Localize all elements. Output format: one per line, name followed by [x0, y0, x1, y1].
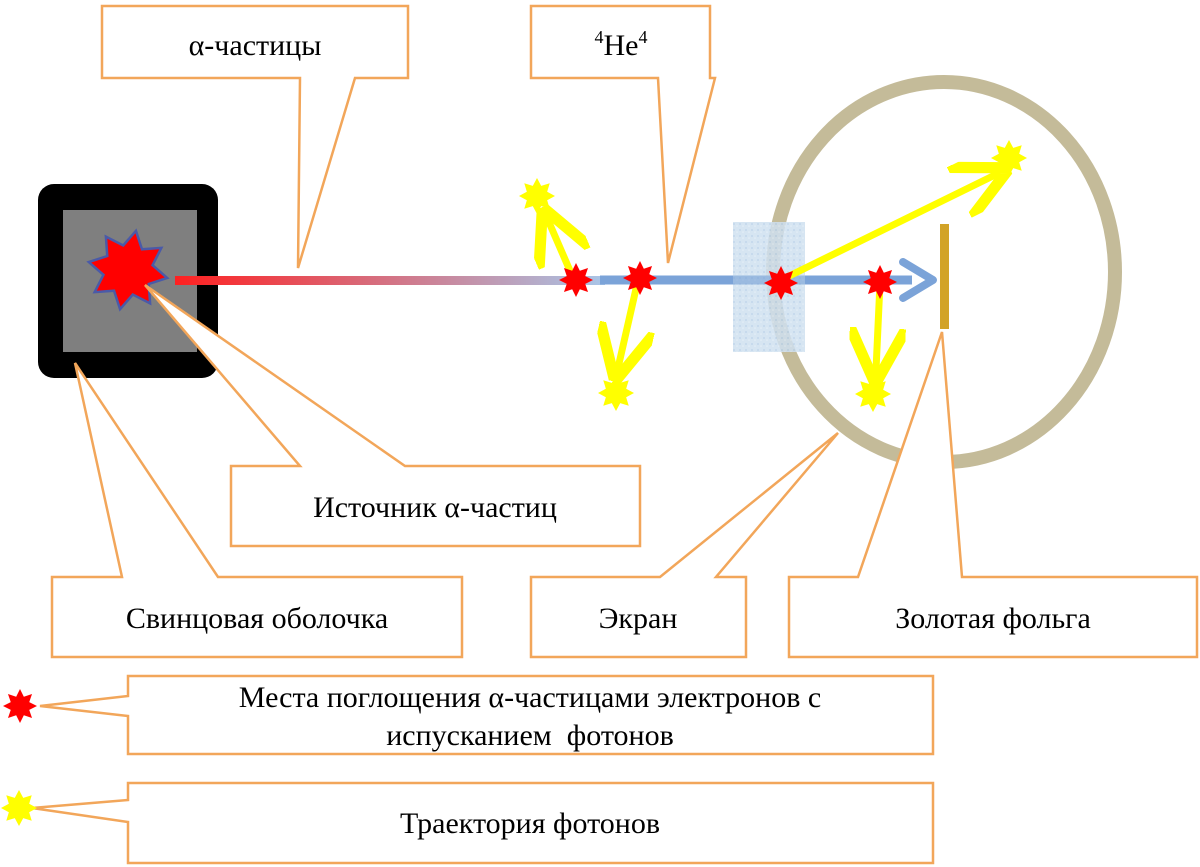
absorption-legend-star — [3, 689, 37, 723]
absorption-legend-line2: испусканием фотонов — [386, 719, 674, 752]
alpha-beam — [175, 276, 605, 285]
alpha-particles-label: α-частицы — [189, 29, 322, 62]
alpha-particles-callout — [100, 4, 410, 269]
absorption-star — [764, 266, 798, 300]
screen-label: Экран — [599, 602, 678, 635]
screen-callout — [529, 432, 839, 659]
absorption-legend-line1: Места поглощения α-частицами электронов … — [239, 681, 821, 714]
absorption-star — [559, 263, 593, 297]
helium-label: 4He4 — [595, 27, 648, 62]
photon-star — [855, 376, 891, 412]
helium-mass-number: 4 — [595, 27, 604, 47]
photon-star — [519, 178, 555, 214]
photon-star — [991, 140, 1027, 176]
photon-legend-callout — [31, 781, 935, 865]
alpha-source-callout — [144, 283, 642, 548]
lead-shell-callout — [50, 362, 464, 659]
photon-track — [618, 276, 638, 368]
beam-arrowhead — [899, 258, 937, 302]
alpha-source-label: Источник α-частиц — [313, 491, 557, 524]
screen-plate — [733, 222, 805, 352]
photon-star — [598, 375, 634, 411]
photon-track — [777, 174, 997, 284]
absorption-legend-callout — [39, 674, 935, 756]
photon-legend-star — [1, 790, 37, 826]
gold-foil-label: Золотая фольга — [895, 602, 1091, 635]
helium-callout — [529, 4, 717, 264]
helium-symbol: He — [604, 29, 639, 62]
gold-foil-callout — [787, 331, 1199, 659]
helium-charge: 4 — [638, 27, 647, 47]
absorption-star — [623, 261, 657, 295]
lead-shell-label: Свинцовая оболочка — [126, 602, 388, 635]
gold-foil — [940, 224, 949, 329]
absorption-star — [863, 265, 897, 299]
photon-legend-label: Траектория фотонов — [400, 807, 660, 840]
